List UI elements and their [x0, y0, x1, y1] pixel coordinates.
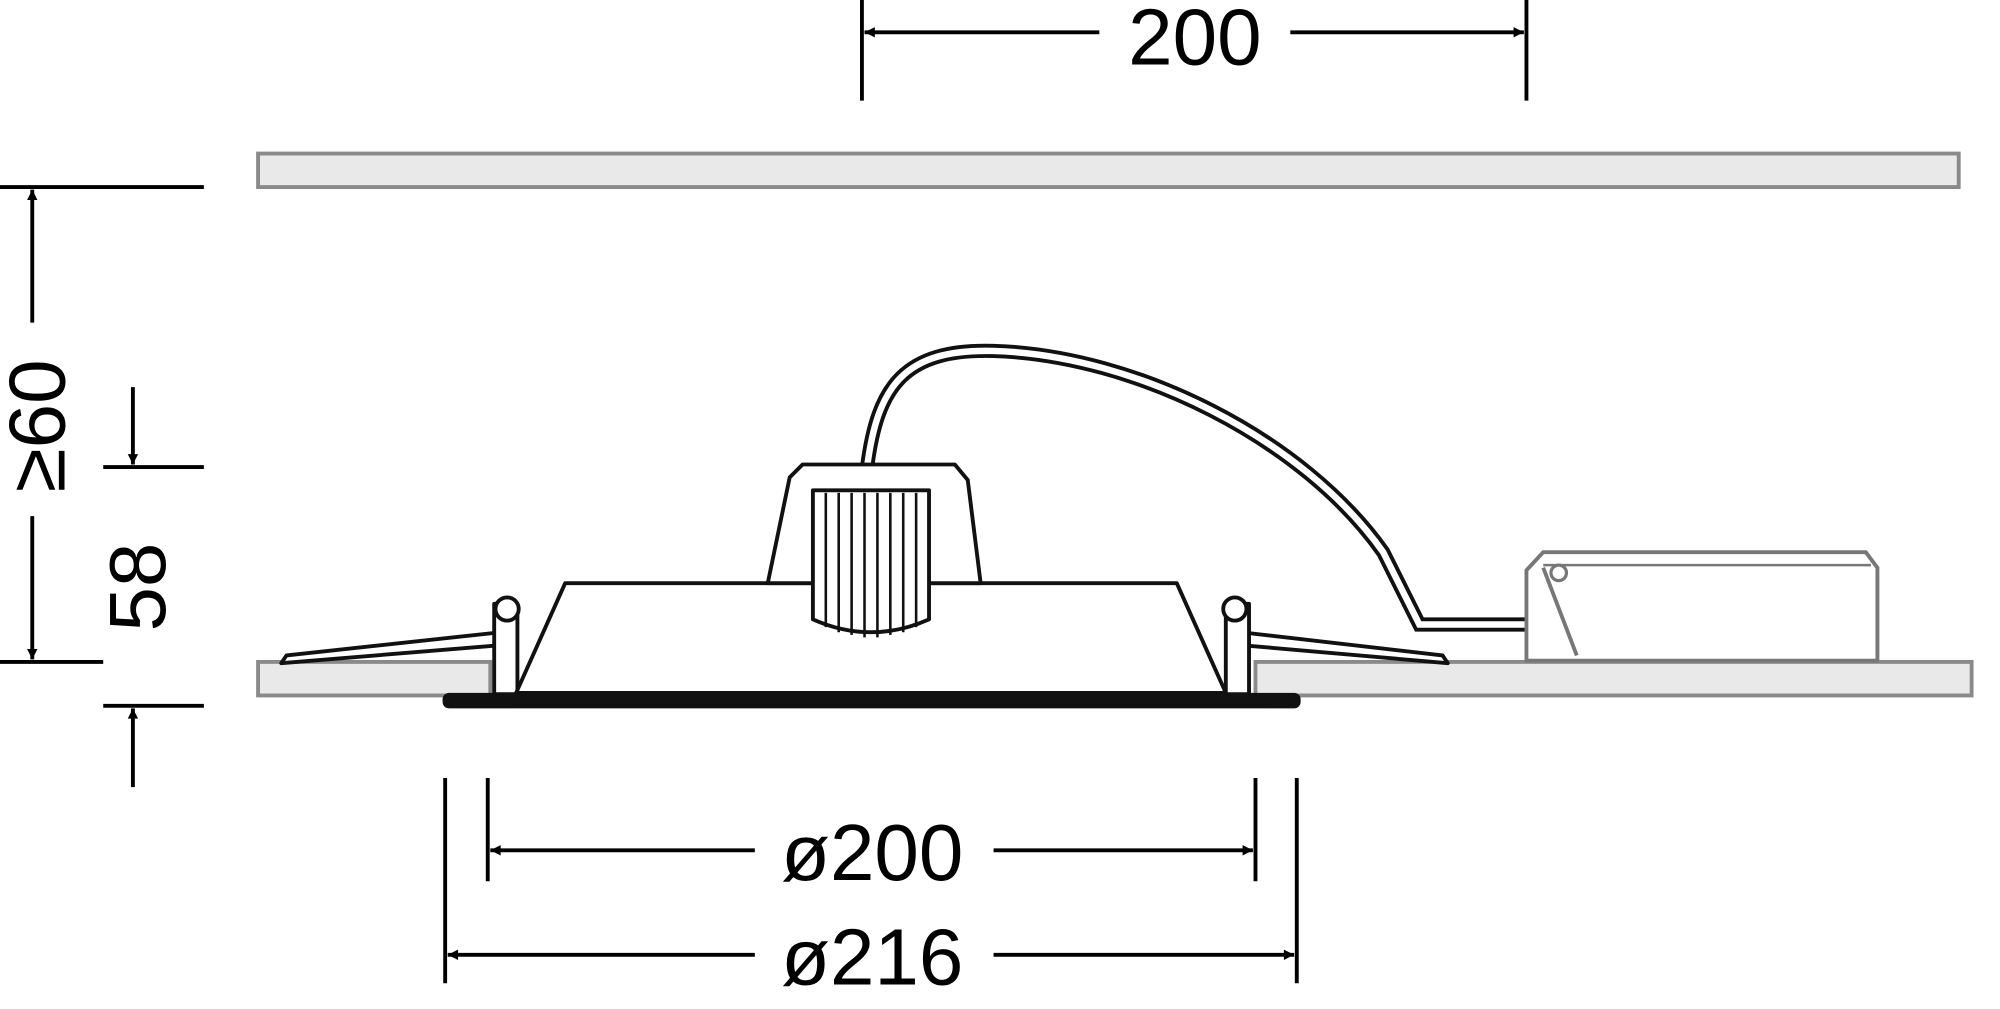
outer-diameter-dimension: ø216 [443, 778, 1299, 1001]
outer-diameter-label: ø216 [781, 912, 963, 1001]
fixture-height-dimension: 58 [93, 387, 204, 788]
cutout-dimension: ø200 [485, 778, 1258, 897]
spring-clips [279, 595, 1450, 697]
ceiling-panel-right [1253, 659, 1974, 698]
bezel [442, 692, 1301, 709]
fixture-height-label: 58 [93, 543, 182, 632]
cable [860, 343, 1530, 632]
upper-ceiling-slab [256, 151, 1961, 190]
top-spacing-dimension: 200 [860, 0, 1529, 101]
screw-icon [1549, 563, 1569, 583]
top-spacing-label: 200 [1128, 0, 1261, 82]
ceiling-panel-left [256, 659, 493, 698]
cutout-label: ø200 [781, 808, 963, 897]
clearance-dimension: ≥60 [0, 185, 204, 664]
clearance-label: ≥60 [0, 359, 82, 492]
fixture-body [442, 462, 1301, 709]
driver-box [1524, 550, 1880, 663]
